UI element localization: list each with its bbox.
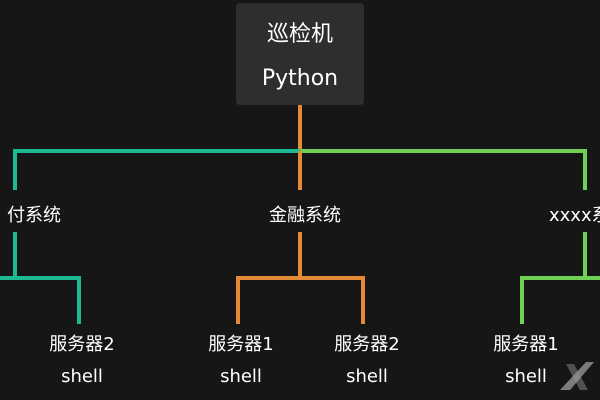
- child-connector: [0, 232, 17, 280]
- branch-connector-payment: [13, 149, 300, 190]
- root-node-subtitle: Python: [261, 66, 339, 91]
- child-connector: [520, 276, 600, 324]
- server-node-name: 服务器1: [208, 334, 274, 355]
- server-node-type: shell: [61, 366, 103, 387]
- server-node-type: shell: [505, 366, 547, 387]
- server-node-type: shell: [346, 366, 388, 387]
- server-node-name: 服务器2: [334, 334, 400, 355]
- watermark-logo-icon: [560, 362, 594, 390]
- server-node-type: shell: [220, 366, 262, 387]
- root-node: 巡检机 Python: [236, 3, 364, 105]
- server-node-name: 服务器1: [493, 334, 559, 355]
- root-node-title: 巡检机: [266, 22, 333, 47]
- child-connector: [236, 276, 365, 324]
- child-connector: [15, 276, 81, 324]
- system-node-payment: 付系统: [7, 205, 61, 226]
- system-node-finance: 金融系统: [269, 205, 341, 226]
- system-node-xxxx: xxxx系: [549, 205, 600, 226]
- branch-connector-xxxx: [300, 149, 587, 190]
- server-node-name: 服务器2: [49, 334, 115, 355]
